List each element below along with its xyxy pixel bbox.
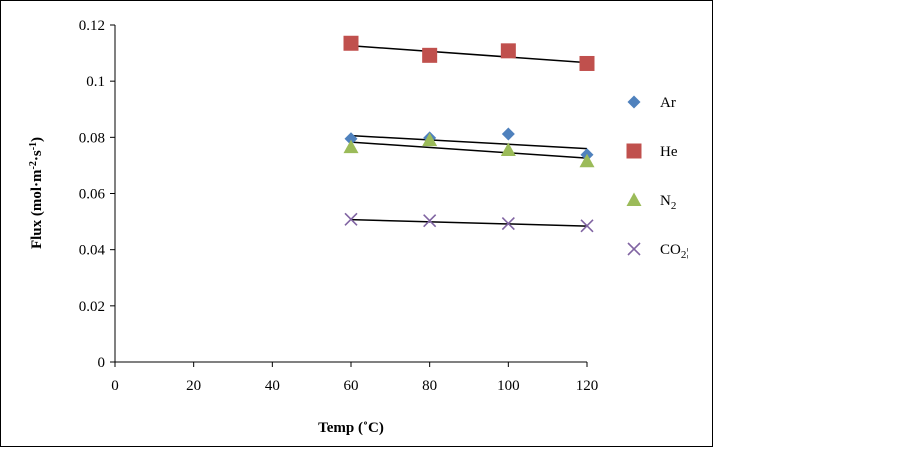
data-point-n2 [422,132,438,147]
x-tick-label: 120 [576,378,599,394]
legend-label-co2: CO2¦ [660,242,689,261]
data-point-co2-stroke [423,214,437,228]
legend-marker-he [626,143,642,159]
legend-item-co2: CO2¦ [627,242,689,261]
data-point-co2 [580,219,594,233]
data-point-he [343,35,359,51]
legend-item-he: He [626,143,678,160]
legend-label-he: He [660,144,678,160]
data-point-he [422,47,438,63]
x-tick-label: 40 [265,378,280,394]
y-axis-title-main: Flux (mol·m [29,169,45,249]
y-axis-ticks: 0 0.02 0.04 0.06 0.08 0.1 0.12 [79,18,115,371]
x-tick-label: 100 [497,378,520,394]
x-axis-title: Temp (˚C) [318,420,384,436]
data-point-co2-stroke [501,216,515,231]
y-axis-title-exp1: -2 [28,161,39,169]
y-axis-title-end: ) [29,137,45,142]
x-tick-label: 60 [344,378,359,394]
data-points [343,35,595,233]
data-point-co2 [501,216,515,231]
data-point-co2 [423,214,437,228]
legend-item-n2: N2 [626,192,676,212]
y-axis-title: Flux (mol·m-2·s-1) [28,137,46,249]
data-point-n2 [500,142,516,156]
y-tick-label: 0 [98,355,106,371]
x-tick-label: 80 [422,378,437,394]
legend-marker-co2 [627,242,641,256]
data-point-he [579,55,595,71]
y-tick-label: 0.04 [79,243,106,259]
trendline-ar [350,134,588,150]
y-tick-label: 0.02 [79,299,105,315]
trendlines [350,45,588,227]
data-point-co2-stroke [344,212,358,226]
trendline-co2 [350,218,588,227]
trendline-n2 [350,141,588,159]
y-tick-label: 0.12 [79,18,105,34]
trendline-he [350,45,588,64]
data-point-he [500,43,516,59]
data-point-co2 [344,212,358,226]
legend-label-n2: N2 [660,193,676,212]
legend-label-ar: Ar [660,95,676,111]
legend-item-ar: Ar [627,95,676,111]
data-point-ar [344,132,358,146]
y-axis-title-mid: ·s [29,150,45,161]
data-point-n2 [343,139,359,154]
data-point-ar [501,127,515,141]
legend-marker-co2-stroke [627,242,641,256]
legend-marker-ar [627,95,641,109]
x-tick-label: 0 [111,378,119,394]
chart-frame [0,0,713,447]
legend-marker-n2 [626,192,642,206]
x-tick-label: 20 [186,378,201,394]
x-axis-ticks: 0 20 40 60 80 100 120 [111,362,598,394]
y-axis-title-exp2: -1 [28,142,39,150]
axes [114,25,587,363]
y-tick-label: 0.1 [86,74,105,90]
y-tick-label: 0.08 [79,130,105,146]
y-tick-label: 0.06 [79,187,106,203]
data-point-n2 [579,153,595,168]
data-point-co2-stroke [580,219,594,233]
